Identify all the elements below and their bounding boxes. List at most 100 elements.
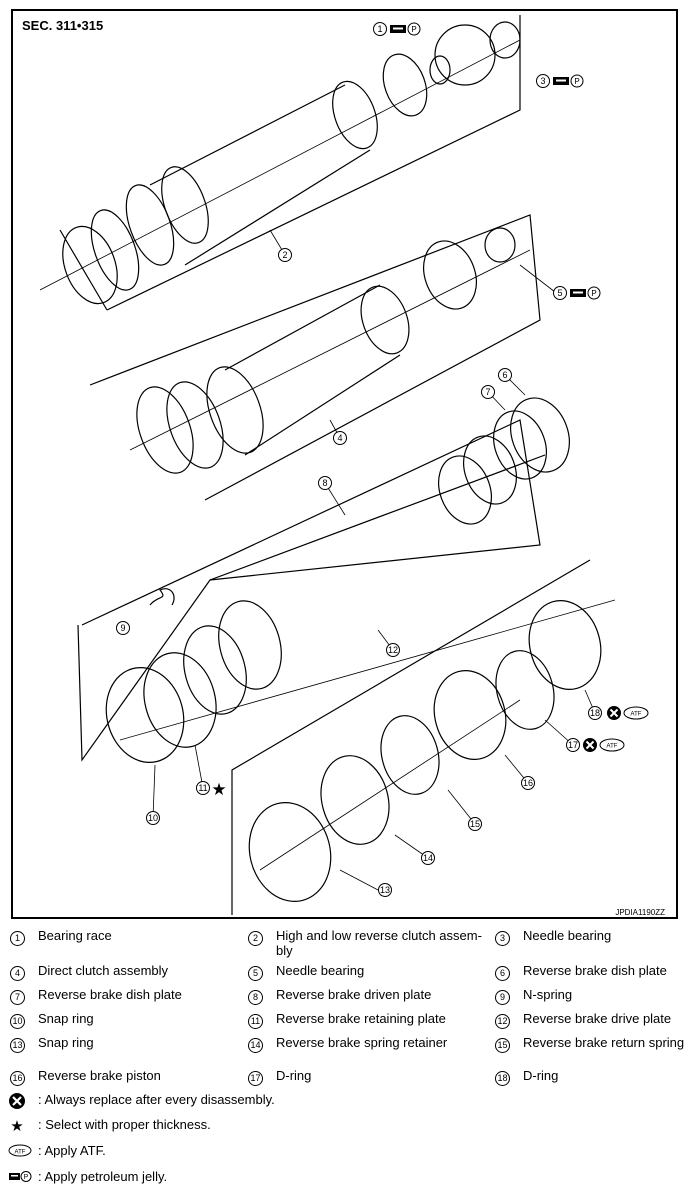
petroleum-jelly-icon: P (8, 1170, 32, 1183)
atf-icon: ATF (8, 1144, 32, 1157)
callout-circle-8 (318, 476, 332, 490)
plate-8b (463, 435, 517, 505)
piston-16 (433, 669, 507, 761)
callout-circle-12 (386, 643, 400, 657)
callout-circle-11 (196, 781, 210, 795)
callout-number-14: 14 (423, 853, 433, 863)
legend-label-18: D-ring (523, 1068, 559, 1083)
plate-d (332, 80, 378, 150)
group-outline-2b (59, 229, 108, 311)
star-icon: ★ (211, 780, 226, 799)
callout-circle-15 (468, 817, 482, 831)
dish-plate-7 (493, 410, 547, 480)
legend-label-2-cont: bly (276, 943, 293, 958)
plate-c (161, 166, 209, 244)
group-outline-2 (106, 15, 521, 311)
group-outline-4 (89, 214, 541, 501)
legend-label-16: Reverse brake piston (38, 1068, 161, 1083)
bearing-race-1 (429, 55, 451, 85)
svg-text:ATF: ATF (607, 744, 618, 750)
legend-number-9: 9 (495, 990, 510, 1005)
legend-number-3: 3 (495, 931, 510, 946)
legend-number-5: 5 (248, 966, 263, 981)
snap-ring-top (62, 225, 118, 305)
callout-number-3: 3 (540, 76, 545, 86)
petroleum-jelly-icon: P (390, 22, 421, 36)
legend-label-5: Needle bearing (276, 963, 365, 978)
document-id: JPDIA1190ZZ (615, 908, 665, 917)
callout-number-5: 5 (557, 288, 562, 298)
plate-12a (183, 625, 247, 715)
callout-number-8: 8 (322, 478, 327, 488)
callout-number-12: 12 (388, 645, 398, 655)
svg-text:ATF: ATF (631, 712, 642, 718)
legend-label-6: Reverse brake dish plate (523, 963, 667, 978)
diagram-frame (11, 9, 678, 919)
n-spring (149, 588, 175, 606)
callout-number-13: 13 (380, 885, 390, 895)
replace-icon (8, 1092, 26, 1110)
needle-bearing-3 (489, 21, 521, 59)
plate-11 (143, 652, 217, 748)
note-atf-text: : Apply ATF. (38, 1143, 106, 1158)
callout-circle-14 (421, 851, 435, 865)
callout-number-10: 10 (148, 813, 158, 823)
clutch-hub (434, 24, 496, 86)
callout-circle-5 (553, 286, 567, 300)
callout-number-11: 11 (198, 783, 207, 793)
legend-number-13: 13 (10, 1038, 25, 1053)
return-spring-15 (380, 715, 440, 795)
petroleum-jelly-icon: P (570, 286, 601, 300)
legend-label-10: Snap ring (38, 1011, 94, 1026)
legend-label-12: Reverse brake drive plate (523, 1011, 672, 1026)
legend-number-7: 7 (10, 990, 25, 1005)
legend-number-10: 10 (10, 1014, 25, 1029)
svg-text:P: P (411, 25, 416, 34)
snap-ring-10 (105, 667, 185, 763)
note-replace-text: : Always replace after every disassembly… (38, 1092, 275, 1107)
svg-text:P: P (591, 289, 596, 298)
needle-bearing-5 (484, 227, 516, 263)
legend-number-1: 1 (10, 931, 25, 946)
callout-circle-13 (378, 883, 392, 897)
callout-circle-17 (566, 738, 580, 752)
plate-8a (438, 455, 492, 525)
callout-number-9: 9 (120, 623, 125, 633)
legend-number-8: 8 (248, 990, 263, 1005)
legend-label-13: Snap ring (38, 1035, 94, 1050)
snap-ring-13 (248, 802, 332, 902)
legend-number-18: 18 (495, 1071, 510, 1086)
dish-plate-6 (510, 397, 570, 473)
callout-number-2: 2 (282, 250, 287, 260)
legend-number-12: 12 (495, 1014, 510, 1029)
legend-label-14: Reverse brake spring retainer (276, 1035, 448, 1050)
d-ring-17 (495, 650, 555, 730)
legend-label-11: Reverse brake retaining plate (276, 1011, 446, 1026)
replace-atf-icon: ATF (583, 738, 625, 752)
callout-number-17: 17 (568, 740, 578, 750)
group-outline-12 (77, 454, 546, 762)
plate-b (125, 184, 175, 266)
svg-text:P: P (24, 1174, 29, 1181)
legend-number-17: 17 (248, 1071, 263, 1086)
legend-number-14: 14 (248, 1038, 263, 1053)
callout-circle-1 (373, 22, 387, 36)
callout-circle-18 (588, 706, 602, 720)
callout-number-15: 15 (470, 819, 480, 829)
callout-circle-16 (521, 776, 535, 790)
svg-text:ATF: ATF (15, 1150, 26, 1156)
drum-4 (423, 240, 477, 310)
callout-circle-7 (481, 385, 495, 399)
legend-label-9: N-spring (523, 987, 573, 1002)
callout-circle-10 (146, 811, 160, 825)
callout-number-7: 7 (485, 387, 490, 397)
legend-number-11: 11 (248, 1014, 263, 1029)
callout-circle-2 (278, 248, 292, 262)
legend-number-15: 15 (495, 1038, 510, 1053)
replace-atf-icon: ATF (607, 706, 649, 720)
legend-label-8: Reverse brake driven plate (276, 987, 432, 1002)
callout-circle-4 (333, 431, 347, 445)
legend-label-17: D-ring (276, 1068, 312, 1083)
callout-number-1: 1 (377, 24, 382, 34)
ring-4b (166, 381, 224, 469)
